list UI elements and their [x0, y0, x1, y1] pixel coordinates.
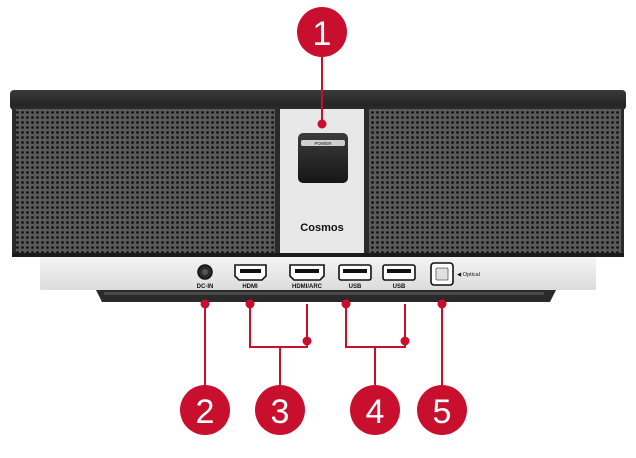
callout-number-4: 4: [366, 393, 385, 431]
port-panel: DC-IN HDMI HDMI/ARC USB USB ◀ Optical: [197, 262, 480, 290]
speaker-grille-right: [369, 109, 621, 253]
callout-number-2: 2: [196, 393, 215, 431]
callout-number-1: 1: [313, 15, 332, 53]
power-button-strip: [301, 140, 345, 146]
callout-dot-2: [200, 299, 210, 309]
brand-label: Cosmos: [300, 222, 343, 234]
base-foot: [96, 290, 556, 302]
callout-badge-3: [255, 385, 305, 435]
callout-lines: [200, 45, 447, 390]
base-foot-highlight: [104, 292, 544, 295]
callout-badge-5: [417, 385, 467, 435]
usb-port-2-inner: [387, 269, 411, 273]
speaker-grille-left: [16, 109, 275, 253]
power-label: POWER: [314, 141, 332, 146]
optical-label: ◀ Optical: [457, 272, 480, 278]
callout-dot-5: [437, 299, 447, 309]
hdmi-port-2-inner: [295, 269, 319, 273]
hdmi-label-1: HDMI: [242, 284, 258, 290]
callout-badge-4: [350, 385, 400, 435]
body-seam: [12, 253, 624, 257]
dc-in-port-pin: [202, 269, 208, 275]
optical-port-inner: [435, 267, 449, 281]
callout-dot-4a: [341, 299, 351, 309]
hdmi-port-1-inner: [240, 269, 261, 273]
callout-dot-3b: [302, 336, 312, 346]
callout-number-3: 3: [271, 393, 290, 431]
usb-port-1-inner: [343, 269, 367, 273]
callout-badges: 1 2 3 4 5: [180, 7, 467, 435]
projector-body: POWER Cosmos: [10, 90, 626, 302]
top-cap: [10, 90, 626, 110]
callout-badge-2: [180, 385, 230, 435]
usb-label-1: USB: [349, 284, 362, 290]
callout-dot-3a: [245, 299, 255, 309]
callout-dot-1: [317, 119, 327, 129]
callout-dot-4b: [400, 336, 410, 346]
usb-label-2: USB: [393, 284, 406, 290]
dc-in-label: DC-IN: [197, 284, 214, 290]
callout-line-3: [249, 304, 308, 348]
callout-number-5: 5: [433, 393, 452, 431]
callout-line-4: [345, 304, 406, 348]
callout-badge-1: [297, 7, 347, 57]
hdmi-arc-label: HDMI/ARC: [292, 284, 323, 290]
